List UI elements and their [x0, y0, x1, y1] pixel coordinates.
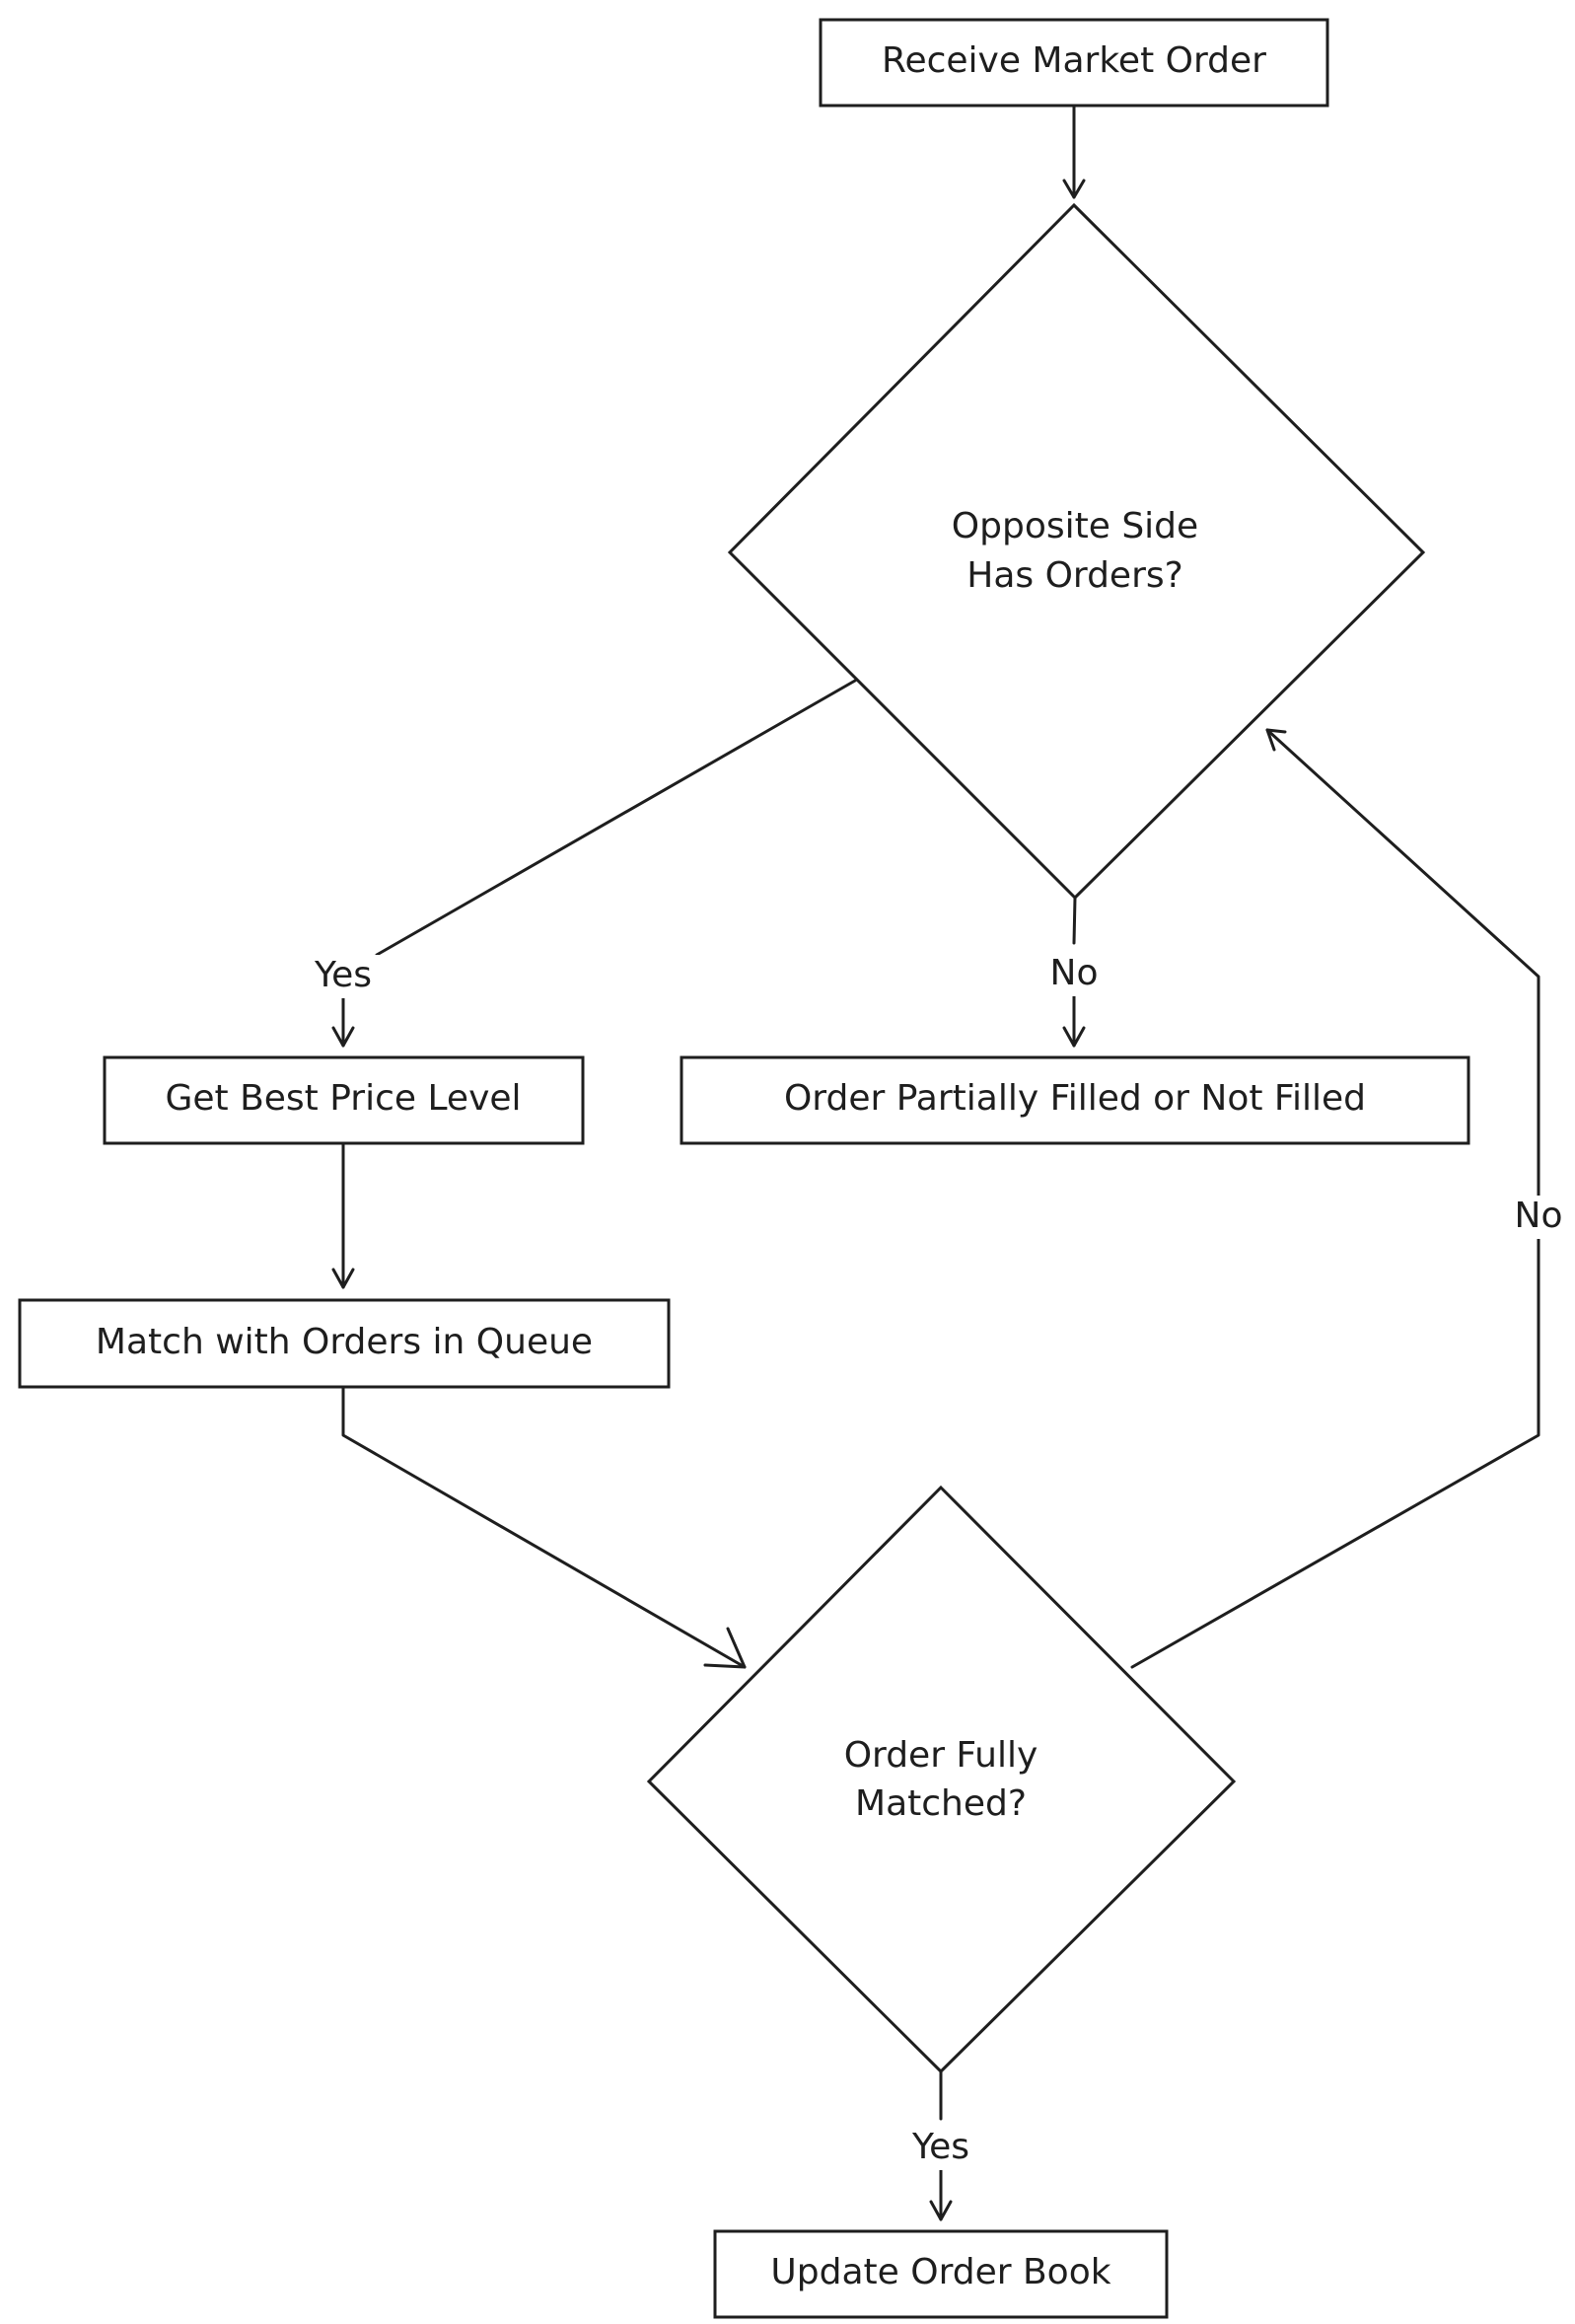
node-opposite-label-line-2: Has Orders?: [966, 555, 1183, 596]
node-best-price-label: Get Best Price Level: [165, 1078, 521, 1119]
edge-opposite-no: [1062, 896, 1086, 1048]
edge-label-fully-yes: Yes: [903, 2127, 978, 2170]
svg-text:Yes: Yes: [314, 955, 372, 995]
edge-fully-no: [1130, 728, 1540, 1669]
node-update-order-book: Update Order Book: [713, 2229, 1169, 2319]
node-match-label: Match with Orders in Queue: [96, 1322, 593, 1362]
svg-text:No: No: [1515, 1196, 1563, 1236]
edge-bestprice-to-match: [331, 1142, 355, 1289]
edge-label-opposite-yes: Yes: [306, 955, 381, 998]
edge-match-to-fully: [341, 1385, 747, 1669]
node-order-not-filled: Order Partially Filled or Not Filled: [680, 1055, 1470, 1145]
edge-label-opposite-no: No: [1045, 953, 1103, 996]
node-fully-label-line-1: Order Fully: [844, 1735, 1038, 1776]
node-fully-label-line-2: Matched?: [855, 1783, 1027, 1824]
edge-label-fully-no: No: [1510, 1196, 1567, 1239]
node-match-with-orders: Match with Orders in Queue: [18, 1298, 671, 1389]
edge-opposite-yes: [331, 679, 857, 1048]
node-update-label: Update Order Book: [770, 2252, 1110, 2292]
node-fully-matched-decision: Order Fully Matched?: [646, 1485, 1237, 2074]
edge-fully-yes: [929, 2070, 953, 2221]
node-get-best-price-level: Get Best Price Level: [103, 1055, 585, 1145]
edge-receive-to-opposite: [1062, 105, 1086, 199]
node-opposite-side-decision: Opposite Side Has Orders?: [727, 202, 1426, 901]
node-not-filled-label: Order Partially Filled or Not Filled: [784, 1078, 1366, 1119]
node-receive-label: Receive Market Order: [882, 40, 1266, 81]
svg-text:No: No: [1050, 953, 1099, 993]
svg-text:Yes: Yes: [911, 2127, 969, 2167]
node-receive-market-order: Receive Market Order: [819, 18, 1329, 108]
node-opposite-label-line-1: Opposite Side: [952, 506, 1198, 546]
